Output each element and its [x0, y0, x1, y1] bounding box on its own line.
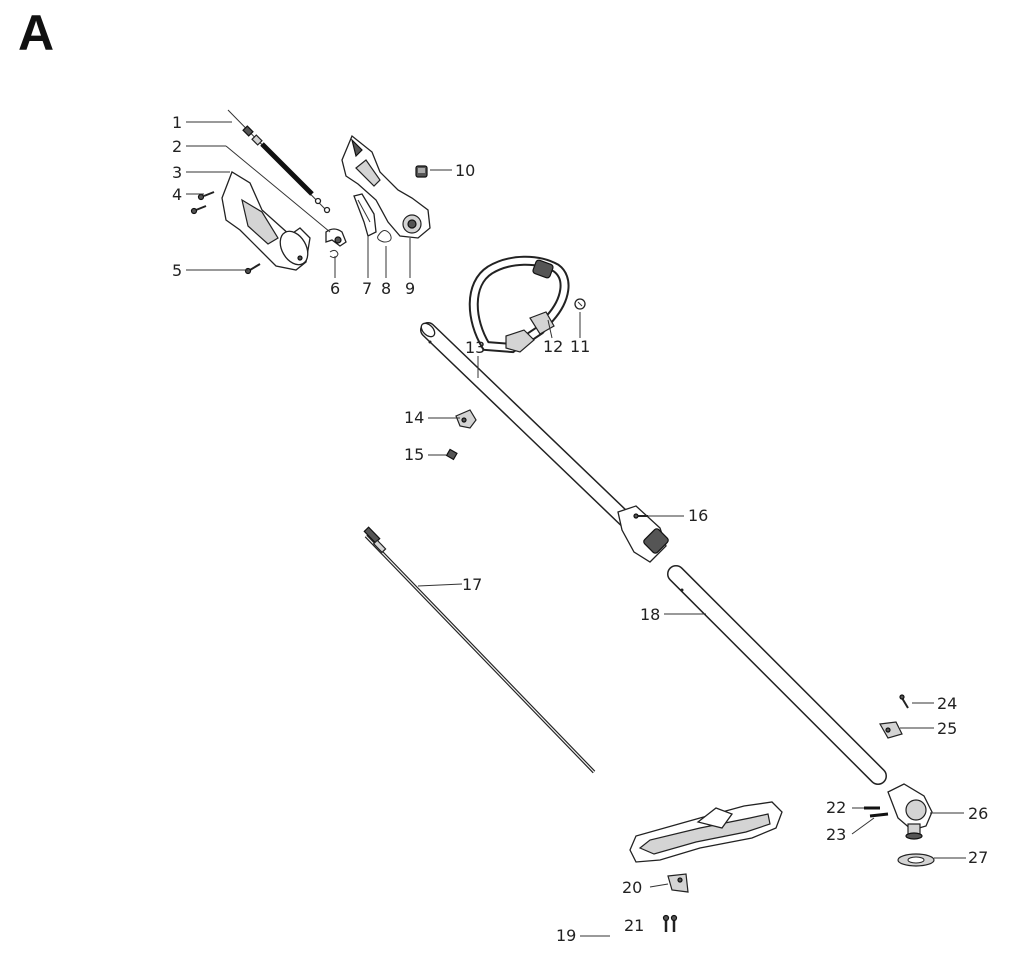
leader-lines — [186, 121, 966, 937]
part-7-trigger — [353, 193, 377, 237]
callout-20: 20 — [622, 878, 642, 897]
part-16-pin — [633, 513, 648, 519]
sheet-letter: A — [18, 5, 55, 61]
callout-18: 18 — [640, 605, 660, 624]
part-20-guard-bracket — [667, 873, 689, 893]
part-2-lever — [325, 228, 347, 247]
callout-17: 17 — [462, 575, 482, 594]
part-grass-guard — [629, 801, 783, 863]
part-14-clamp — [455, 409, 477, 429]
part-26-gear-head — [887, 783, 933, 840]
part-5-screw — [244, 263, 261, 275]
callout-12: 12 — [543, 337, 563, 356]
part-23-screw — [869, 812, 889, 818]
callout-27: 27 — [968, 848, 988, 867]
part-24-pin — [899, 694, 909, 709]
callout-9: 9 — [405, 279, 415, 298]
part-12-loop-handle — [468, 255, 570, 354]
callout-26: 26 — [968, 804, 988, 823]
part-4-screws — [190, 191, 215, 215]
part-9-handle-half — [341, 134, 431, 239]
callout-7: 7 — [362, 279, 372, 298]
callout-22: 22 — [826, 798, 846, 817]
callout-25: 25 — [937, 719, 957, 738]
part-18-lower-shaft — [667, 565, 887, 785]
part-1-throttle-cable — [227, 109, 331, 214]
callout-21: 21 — [624, 916, 644, 935]
callout-1: 1 — [172, 113, 182, 132]
part-8-spring — [377, 230, 392, 243]
part-11-knob — [574, 298, 586, 310]
part-10-switch — [415, 165, 428, 178]
callout-10: 10 — [455, 161, 475, 180]
callout-11: 11 — [570, 337, 590, 356]
part-13-upper-shaft — [420, 322, 669, 563]
part-6-clip — [329, 249, 339, 259]
part-3-handle-housing — [221, 171, 311, 271]
callout-16: 16 — [688, 506, 708, 525]
callout-19: 19 — [556, 926, 576, 945]
callout-14: 14 — [404, 408, 424, 427]
callout-6: 6 — [330, 279, 340, 298]
part-15-nut — [445, 448, 458, 461]
callout-8: 8 — [381, 279, 391, 298]
part-21-screws — [662, 914, 678, 932]
part-17-drive-shaft — [363, 526, 596, 774]
callout-5: 5 — [172, 261, 182, 280]
callout-2: 2 — [172, 137, 182, 156]
callout-23: 23 — [826, 825, 846, 844]
callout-4: 4 — [172, 185, 182, 204]
callout-24: 24 — [937, 694, 957, 713]
callout-13: 13 — [465, 338, 485, 357]
part-27-washer — [897, 853, 935, 867]
part-25-bracket — [879, 721, 903, 739]
callout-3: 3 — [172, 163, 182, 182]
callouts: 1 2 3 4 5 6 7 8 9 10 11 12 13 14 15 16 1… — [172, 113, 988, 945]
callout-15: 15 — [404, 445, 424, 464]
